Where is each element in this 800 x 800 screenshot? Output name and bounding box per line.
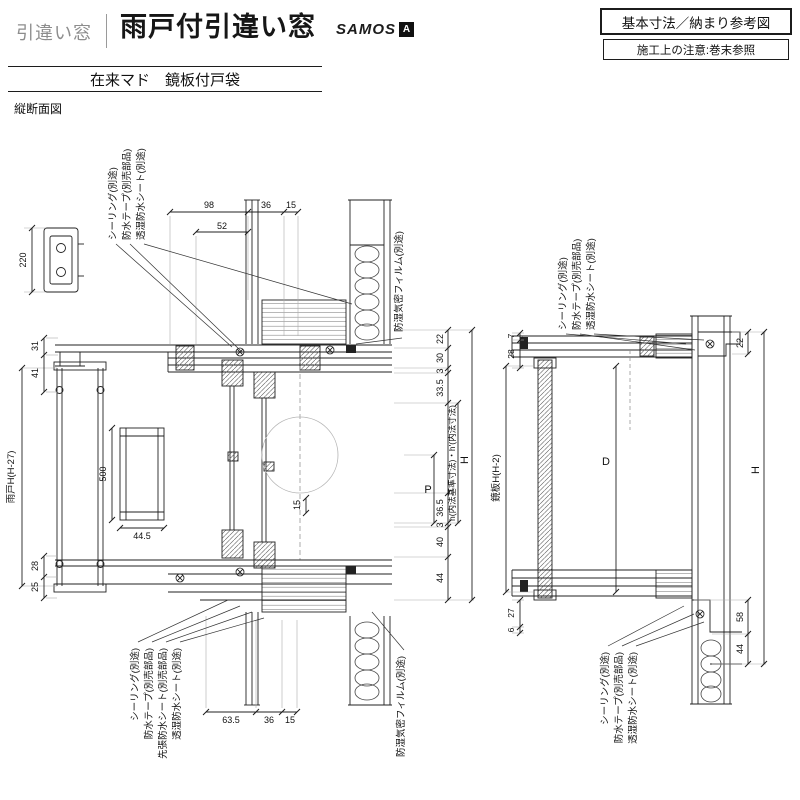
shutter-bracket-detail [43,227,84,293]
dim-top-98: 98 [204,200,214,210]
dim-pitch-P: P [424,484,431,496]
samos-logo: SAMOS A [336,21,415,38]
dim-h-note: h(内法基準寸法)・h'(内法寸法) [447,405,457,521]
window-category-label: 引違い窓 [16,23,92,43]
callout-breathable-sheet-top-right: 透湿防水シート(別途) [585,238,597,330]
dim-right-3a: 3 [435,368,445,373]
left-wall-bottom [244,612,392,706]
dim-left-31: 31 [30,341,40,351]
right-callout-leaders [565,333,705,647]
dim-right-right-22: 22 [735,338,745,348]
callout-breathable-sheet-bottom-right: 透湿防水シート(別途) [627,652,639,744]
callout-breathable-sheet-bottom-left: 透湿防水シート(別途) [171,648,183,740]
page-title: 雨戸付引違い窓 [120,12,316,42]
callout-waterproof-tape-top-right: 防水テープ(別売部品) [571,239,583,330]
callout-vapor-film-top-left: 防湿気密フィルム(別途) [393,231,405,332]
dim-box-44-5: 44.5 [133,531,151,541]
callout-vapor-film-bottom-left: 防湿気密フィルム(別途) [395,656,407,757]
dim-overall-H-right: H [750,466,762,474]
dim-right-left-7: 7 [506,333,516,338]
dim-right-30: 30 [435,353,445,363]
callout-sealing-top-right: シーリング(別途) [557,257,569,330]
callout-sealing-bottom-right: シーリング(別途) [599,652,611,725]
callout-sealing-bottom-left: シーリング(別途) [129,648,141,721]
left-dimension-lines [18,208,476,716]
dim-panel-height: 鏡板H(H-2) [490,454,502,502]
dim-right-3b: 3 [435,522,445,527]
dim-bottom-15: 15 [285,715,295,725]
dim-right-left-28: 28 [506,349,516,359]
page-header: 引違い窓 雨戸付引違い窓 SAMOS A [16,10,415,48]
callout-sealing-top-left: シーリング(別途) [107,167,119,240]
dim-shutter-height: 雨戸H(H-27) [6,451,17,504]
insulation-coil-bottom [354,621,380,701]
dim-box-500: 500 [98,466,108,481]
dim-top-15: 15 [286,200,296,210]
left-wall-top [244,199,392,345]
dim-right-left-6: 6 [506,627,516,632]
dim-right-right-44: 44 [735,644,745,654]
callout-waterproof-tape-bottom-left: 防水テープ(別売部品) [143,648,155,739]
dim-left-25: 25 [30,582,40,592]
callout-waterproof-tape-top-left: 防水テープ(別売部品) [121,149,133,240]
callout-breathable-sheet-top-left: 透湿防水シート(別途) [135,148,147,240]
construction-note-box: 施工上の注意:巻末参照 [603,39,789,60]
callout-pre-applied-sheet-bottom-left: 先張防水シート(別売部品) [157,648,169,759]
right-wall [655,315,732,705]
storm-shutter-pocket [53,361,165,593]
right-head-frame [511,331,741,430]
dim-top-36: 36 [261,200,271,210]
head-frame [55,344,392,373]
insulation-coil-right [700,639,722,703]
sill-frame [55,559,392,613]
right-section: シーリング(別途) 防水テープ(別売部品) 透湿防水シート(別途) シーリング(… [490,238,768,744]
dim-right-36-5: 36.5 [435,499,445,517]
dim-left-41: 41 [30,368,40,378]
dim-right-left-27: 27 [506,608,516,618]
dim-bottom-36: 36 [264,715,274,725]
dim-bottom-63-5: 63.5 [222,715,240,725]
dim-right-22: 22 [435,334,445,344]
right-dimension-lines [502,328,768,668]
dim-depth-D: D [602,456,610,468]
left-section: シーリング(別途) 防水テープ(別売部品) 透湿防水シート(別途) 防湿気密フィ… [6,148,476,759]
dim-right-33-5: 33.5 [435,379,445,397]
dim-top-52: 52 [217,221,227,231]
insulation-coil-top [354,245,380,341]
samos-logo-text: SAMOS [336,21,397,38]
dim-bracket-220: 220 [18,252,28,267]
reference-title-box: 基本寸法／納まり参考図 [600,8,792,35]
header-divider [106,14,107,48]
dim-overall-H-left: H [459,456,471,464]
dim-right-44: 44 [435,573,445,583]
spec-type-label: 在来マド 鏡板付戸袋 [8,66,322,92]
section-view-label: 縦断面図 [14,102,63,116]
mirror-panel [533,357,557,601]
sash-assembly [221,358,339,569]
callout-waterproof-tape-bottom-right: 防水テープ(別売部品) [613,652,625,743]
dim-right-right-58: 58 [735,612,745,622]
dim-right-40: 40 [435,537,445,547]
left-callout-leaders [115,243,405,651]
dim-left-28: 28 [30,561,40,571]
samos-series-mark: A [399,22,415,37]
dim-inner-15: 15 [292,500,302,510]
